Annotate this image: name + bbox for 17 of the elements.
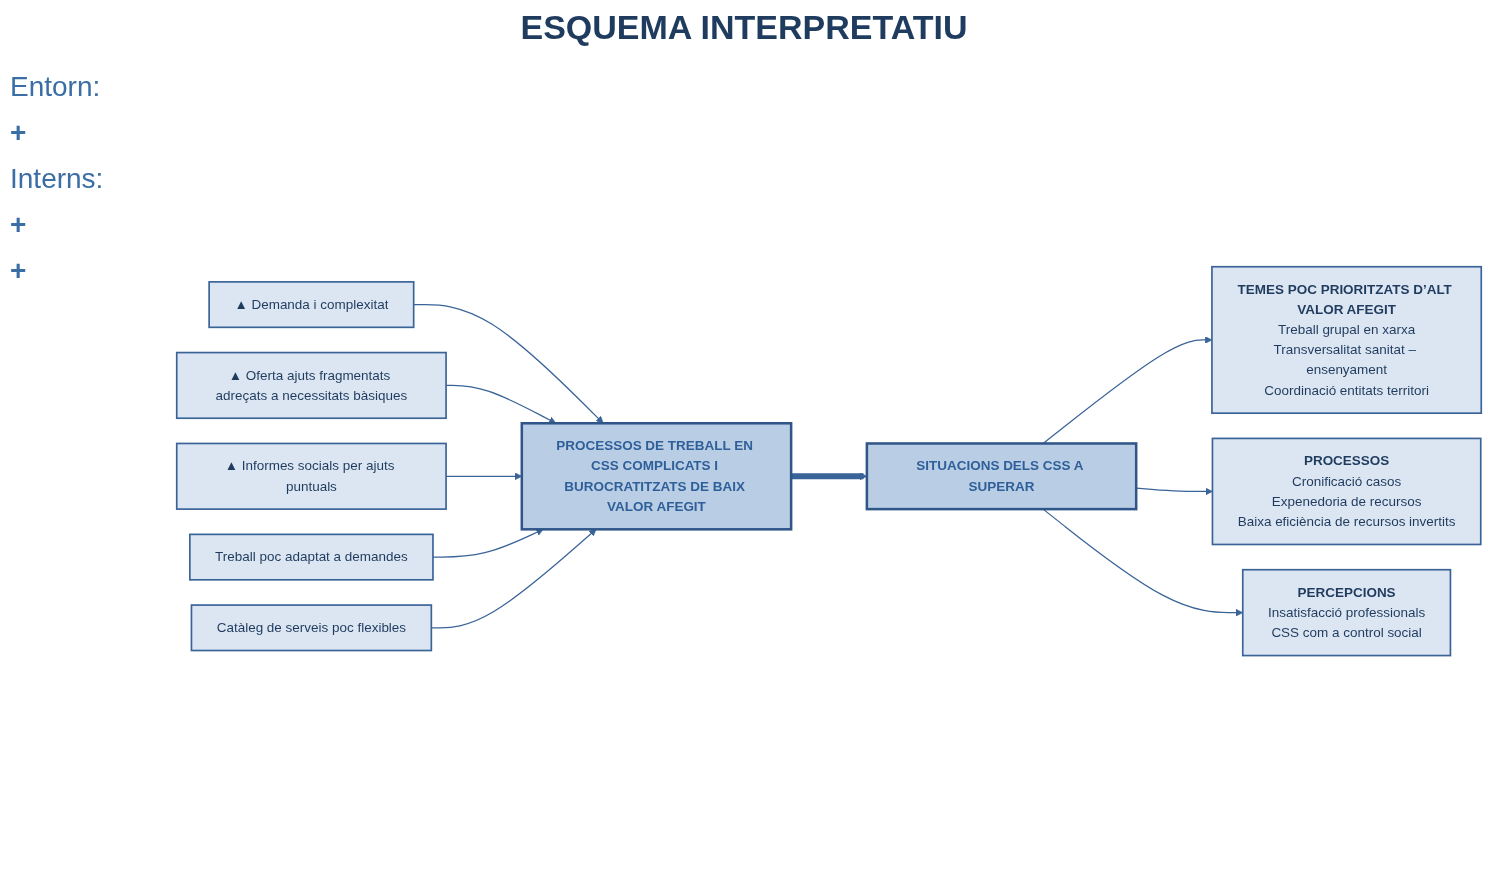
node-box: PERCEPCIONS Insatisfacció professionals CSS com a control social xyxy=(1241,568,1452,657)
row-label: Entorn: xyxy=(10,71,102,103)
node-box: Treball poc adaptat a demandes xyxy=(189,533,434,581)
diagram-title: ESQUEMA INTERPRETATIU xyxy=(519,8,969,47)
node-box: ▲ Informes socials per ajuts puntuals xyxy=(175,442,447,510)
node-box: ▲ Demanda i complexitat xyxy=(208,280,415,328)
arrow xyxy=(413,303,604,424)
plus-sign: + xyxy=(10,209,28,241)
node-box: Catàleg de serveis poc flexibles xyxy=(190,604,433,652)
node-box: ▲ Oferta ajuts fragmentats adreçats a necessitats bàsiques xyxy=(175,351,447,419)
plus-sign: + xyxy=(10,255,28,287)
node-box: PROCESSOS DE TREBALL EN CSS COMPLICATS I BUROCRATITZATS DE BAIX VALOR AFEGIT xyxy=(520,421,793,531)
node-box: SITUACIONS DELS CSS A SUPERAR xyxy=(865,442,1138,511)
plus-sign: + xyxy=(10,117,28,149)
node-box: PROCESSOS Cronificació casos Expenedoria de recursos Baixa eficiència de recursos invertits xyxy=(1211,437,1482,546)
node-box: TEMES POC PRIORITZATS D’ALT VALOR AFEGIT Treball grupal en xarxa Transversalitat sanitat – ensenyament Coordinació entitats territori xyxy=(1211,265,1483,414)
row-label: Interns: xyxy=(10,163,105,195)
